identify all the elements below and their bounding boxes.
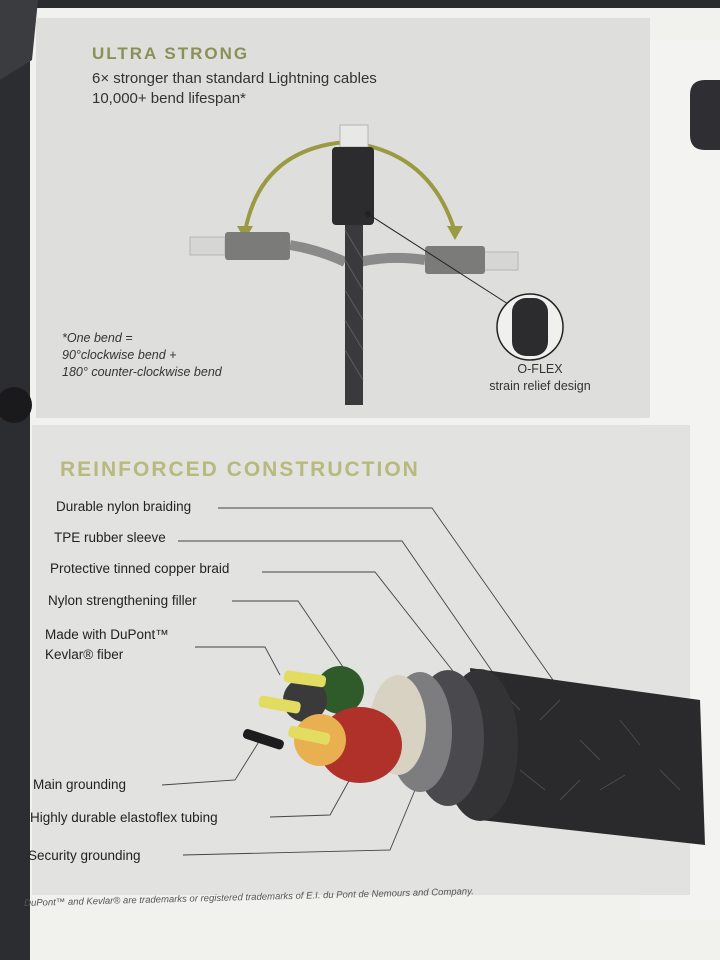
bend-footnote-line2: 90°clockwise bend + <box>62 348 177 362</box>
label-tpe-sleeve: TPE rubber sleeve <box>54 530 166 545</box>
bend-lifespan: 10,000+ bend lifespan* <box>92 90 246 107</box>
label-main-grounding: Main grounding <box>33 777 127 792</box>
strength-claim: 6× stronger than standard Lightning cabl… <box>92 70 377 87</box>
oflex-title: O-FLEX <box>517 362 563 376</box>
bend-footnote-line3: 180° counter-clockwise bend <box>62 365 222 379</box>
label-nylon-braiding: Durable nylon braiding <box>56 499 192 514</box>
label-dupont: Made with DuPont™ <box>45 627 169 642</box>
bend-footnote: *One bend = 90°clockwise bend + 180° cou… <box>62 330 302 381</box>
bend-footnote-line1: *One bend = <box>62 331 133 345</box>
label-copper-braid: Protective tinned copper braid <box>50 561 230 576</box>
ultra-strong-heading: ULTRA STRONG <box>92 44 250 63</box>
label-kevlar: Kevlar® fiber <box>45 647 124 662</box>
construction-heading: REINFORCED CONSTRUCTION <box>60 458 420 481</box>
label-security-grounding: Security grounding <box>28 848 141 863</box>
label-nylon-filler: Nylon strengthening filler <box>48 593 197 608</box>
label-elastoflex: Highly durable elastoflex tubing <box>30 810 218 825</box>
oflex-caption: strain relief design <box>489 379 591 393</box>
